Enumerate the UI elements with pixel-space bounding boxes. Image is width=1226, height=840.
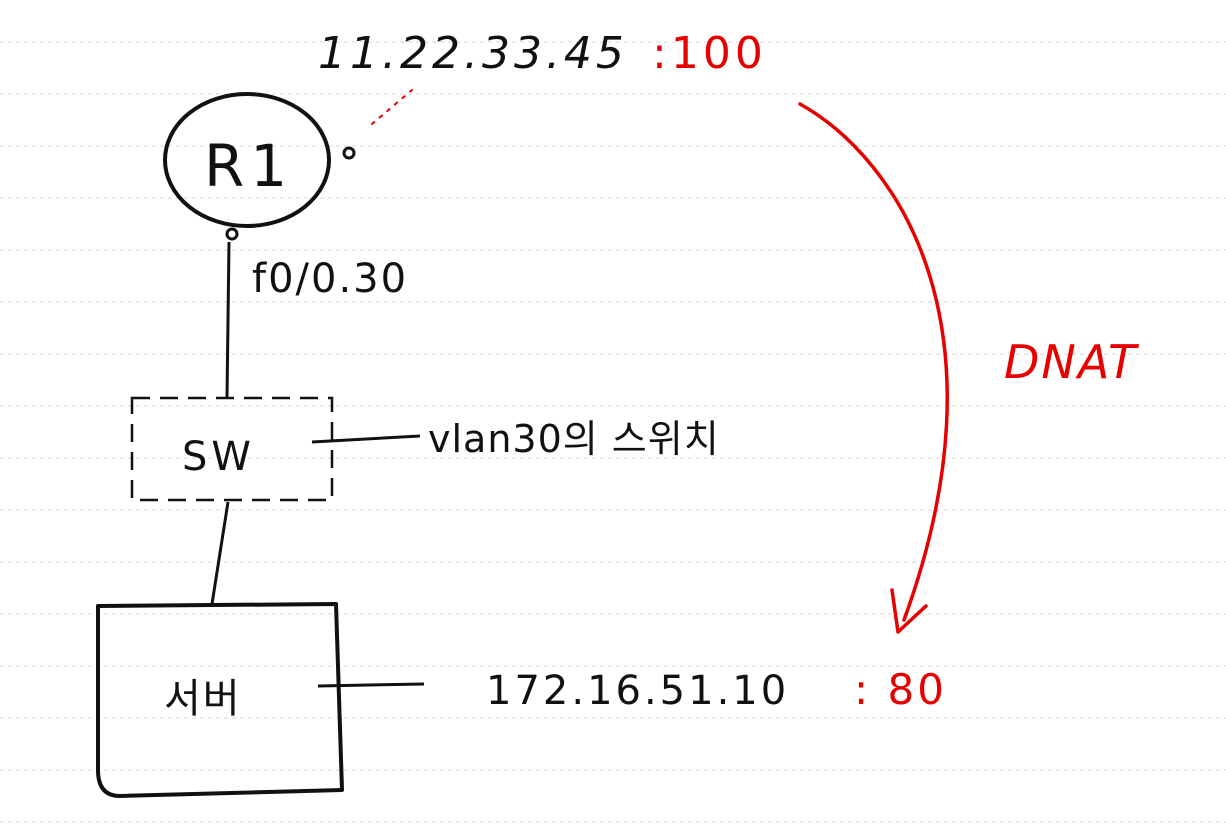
router-node	[163, 92, 331, 228]
switch-note-label: vlan30의 스위치	[428, 417, 720, 461]
dnat-arrow-head	[890, 588, 928, 634]
dnat-label: DNAT	[1004, 335, 1140, 389]
link-switch-server	[210, 501, 230, 605]
leader-dotted-line	[371, 89, 413, 125]
switch-label: SW	[182, 434, 255, 480]
server-port-label: : 80	[854, 665, 947, 714]
switch-node	[130, 396, 334, 502]
router-label: R1	[204, 132, 293, 200]
server-ip-label: 172.16.51.10	[486, 668, 789, 714]
router-inside-port	[225, 227, 239, 241]
server-annotation-line	[317, 682, 425, 688]
server-label: 서버	[164, 676, 242, 722]
dnat-arrow	[798, 102, 949, 622]
public-ip-label: 11.22.33.45	[318, 28, 628, 79]
server-node	[96, 602, 344, 798]
public-port-label: :100	[652, 28, 767, 79]
router-outside-port	[342, 146, 356, 160]
switch-annotation-line	[311, 434, 421, 444]
router-interface-label: f0/0.30	[252, 256, 408, 302]
link-router-switch	[225, 241, 231, 399]
